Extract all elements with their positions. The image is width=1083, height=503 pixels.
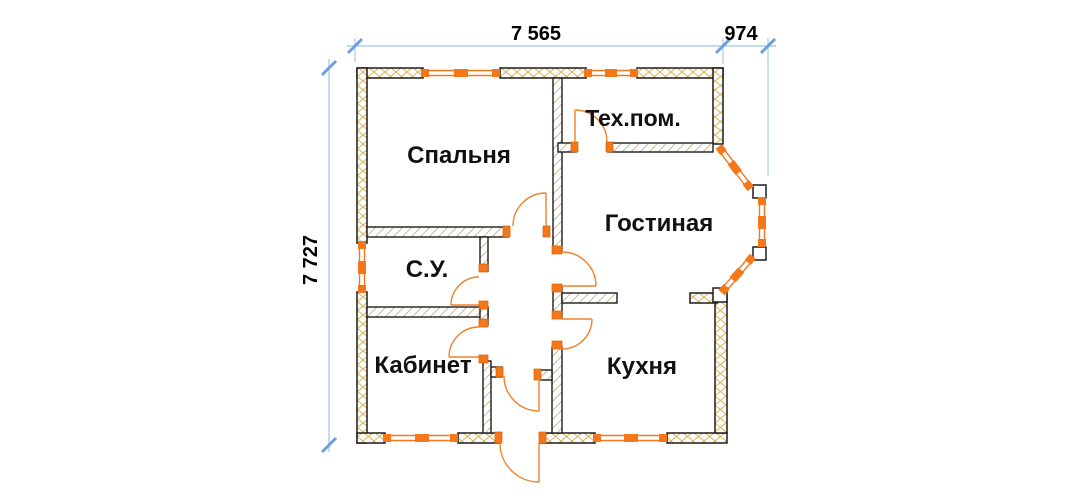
- room-label-tech-room: Тех.пом.: [585, 105, 681, 131]
- door-office: [448, 326, 480, 358]
- door-entrance: [499, 442, 540, 483]
- exterior-walls: [356, 67, 767, 444]
- interior-walls: [366, 77, 714, 434]
- window-bedroom: [421, 69, 500, 77]
- door-kitchen: [561, 318, 593, 350]
- door-swings: [448, 109, 608, 483]
- door-corridor: [503, 375, 540, 412]
- window-bay-upper: [715, 144, 754, 192]
- room-label-office: Кабинет: [374, 352, 471, 379]
- room-label-bathroom: С.У.: [406, 256, 449, 283]
- room-labels: Спальня Тех.пом. Гостиная С.У. Кабинет К…: [374, 105, 713, 380]
- room-label-living-room: Гостиная: [605, 210, 713, 237]
- door-tech-room: [574, 109, 608, 143]
- window-bay-lower: [718, 253, 756, 296]
- window-office: [383, 434, 458, 442]
- window-tech-room: [584, 69, 638, 77]
- window-bay-middle: [758, 197, 766, 247]
- dimension-left: 7 727: [300, 235, 322, 285]
- dimension-lines: [328, 38, 776, 452]
- room-label-bedroom: Спальня: [407, 142, 511, 169]
- room-label-kitchen: Кухня: [607, 353, 677, 380]
- door-bedroom: [512, 192, 547, 227]
- window-bathroom: [358, 241, 366, 293]
- door-bathroom: [450, 276, 480, 306]
- window-kitchen: [593, 434, 667, 442]
- windows: [358, 69, 766, 442]
- dimension-top-bay: 974: [724, 23, 758, 45]
- door-living-room: [561, 251, 597, 287]
- dimension-top-main: 7 565: [511, 23, 561, 45]
- dimension-ticks: [320, 37, 777, 454]
